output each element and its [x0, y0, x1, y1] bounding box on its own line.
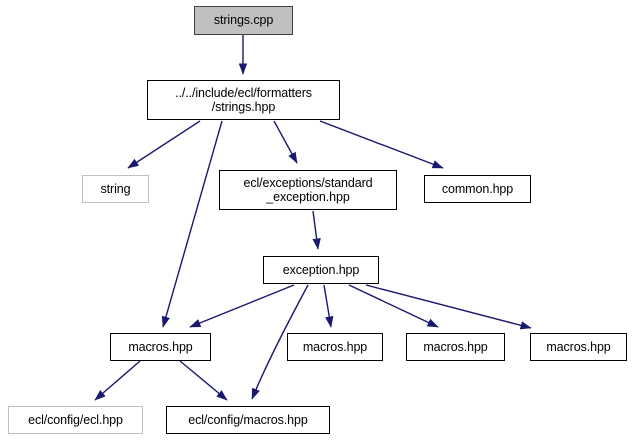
graph-node-label: macros.hpp: [302, 339, 368, 354]
graph-node-ecl_config_macros_hpp[interactable]: ecl/config/macros.hpp: [166, 406, 330, 434]
graph-edge-strings_hpp-to-string: [127, 120, 201, 169]
graph-node-macros_hpp_3[interactable]: macros.hpp: [406, 333, 505, 361]
edges-group: [94, 35, 532, 401]
graph-edge-macros_hpp_1-to-ecl_config_macros_hpp: [179, 360, 228, 401]
graph-node-label: ecl/config/ecl.hpp: [28, 412, 123, 427]
graph-node-label: string: [100, 181, 131, 196]
graph-edge-exception_hpp-to-macros_hpp_2: [323, 284, 334, 328]
graph-edge-strings_hpp-to-macros_hpp_1: [161, 120, 223, 328]
graph-node-label: ecl/config/macros.hpp: [188, 412, 308, 427]
graph-node-ecl_config_ecl_hpp[interactable]: ecl/config/ecl.hpp: [8, 406, 143, 434]
graph-node-label: ../../include/ecl/formatters /strings.hp…: [175, 85, 312, 115]
graph-edge-strings_hpp-to-standard_exception_hpp: [273, 120, 298, 164]
graph-edge-standard_exception_hpp-to-exception_hpp: [312, 210, 321, 250]
graph-node-macros_hpp_1[interactable]: macros.hpp: [110, 333, 211, 361]
graph-edge-exception_hpp-to-macros_hpp_1: [189, 284, 295, 328]
graph-node-strings_hpp[interactable]: ../../include/ecl/formatters /strings.hp…: [147, 80, 340, 120]
graph-edge-exception_hpp-to-ecl_config_macros_hpp: [251, 284, 309, 400]
graph-node-label: strings.cpp: [213, 13, 274, 28]
graph-edge-macros_hpp_1-to-ecl_config_ecl_hpp: [94, 360, 141, 401]
graph-node-macros_hpp_4[interactable]: macros.hpp: [530, 333, 627, 361]
graph-edge-exception_hpp-to-macros_hpp_4: [365, 284, 532, 330]
graph-edge-strings_hpp-to-common_hpp: [319, 120, 444, 169]
graph-node-strings_cpp[interactable]: strings.cpp: [194, 6, 293, 35]
graph-node-string[interactable]: string: [82, 175, 149, 203]
graph-edge-exception_hpp-to-macros_hpp_3: [348, 284, 439, 328]
graph-node-macros_hpp_2[interactable]: macros.hpp: [287, 333, 383, 361]
graph-node-label: macros.hpp: [128, 339, 193, 354]
graph-node-label: ecl/exceptions/standard _exception.hpp: [243, 175, 373, 205]
graph-node-label: macros.hpp: [423, 339, 488, 354]
graph-node-exception_hpp[interactable]: exception.hpp: [263, 256, 379, 284]
graph-node-label: exception.hpp: [282, 262, 360, 277]
graph-node-standard_exception_hpp[interactable]: ecl/exceptions/standard _exception.hpp: [219, 170, 397, 210]
graph-node-label: macros.hpp: [546, 339, 611, 354]
graph-node-common_hpp[interactable]: common.hpp: [424, 175, 531, 203]
graph-node-label: common.hpp: [441, 181, 514, 196]
